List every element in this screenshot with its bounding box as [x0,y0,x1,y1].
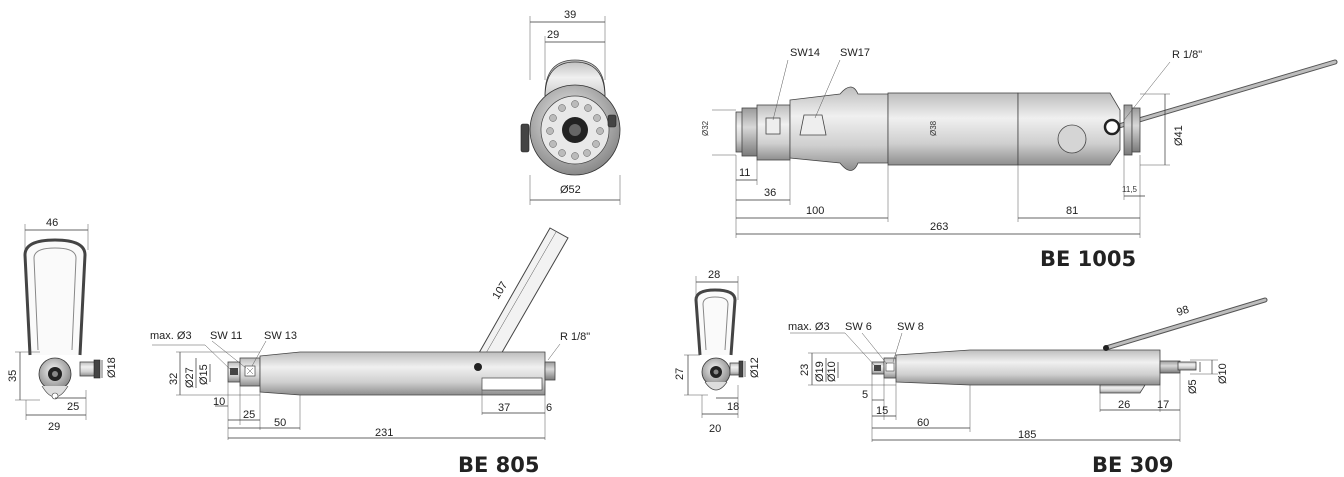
dim-36: 36 [764,187,776,199]
dim-d52: Ø52 [560,184,581,196]
label-r18: R 1/8" [1172,49,1202,61]
dim-d10: Ø10 [826,361,838,382]
dim-5: 5 [862,389,868,401]
be1005-side-view: Ø32 Ø38 SW14 SW17 R 1/8" Ø41 11 36 100 [701,47,1338,271]
dim-11: 11 [739,167,750,179]
label-sw11: SW 11 [210,330,242,342]
dim-20: 20 [709,423,721,435]
be309-end-view: 28 27 Ø12 18 20 [674,269,761,435]
dim-98: 98 [1175,304,1190,319]
dim-d18: Ø18 [106,357,118,378]
dim-81: 81 [1066,205,1078,217]
dim-d15: Ø15 [198,364,210,385]
be805-end-view: 46 35 Ø18 25 29 [7,217,118,433]
label-sw6: SW 6 [845,321,872,333]
dim-d27: Ø27 [184,367,196,388]
label-sw17: SW17 [840,47,870,59]
dim-d38: Ø38 [929,120,938,136]
dim-17: 17 [1157,399,1169,411]
dim-39: 39 [564,9,576,21]
dim-60: 60 [917,417,929,429]
dim-d5: Ø5 [1187,379,1199,394]
label-sw13: SW 13 [264,330,297,342]
dim-15: 15 [876,405,888,417]
dim-11-5: 11,5 [1122,185,1138,194]
dim-107: 107 [490,280,510,302]
dim-50: 50 [274,417,286,429]
dim-d41: Ø41 [1173,125,1185,146]
dim-185: 185 [1018,429,1036,441]
dim-23: 23 [799,364,811,376]
dim-d32: Ø32 [701,120,710,136]
dim-25: 25 [67,401,79,413]
dim-29: 29 [48,421,60,433]
dim-46: 46 [46,217,58,229]
dim-100: 100 [806,205,824,217]
dim-231: 231 [375,427,393,439]
dim-d19: Ø19 [814,361,826,382]
dim-27: 27 [674,368,686,380]
top-end-view: 39 29 Ø52 [520,9,621,205]
dim-18: 18 [727,401,739,413]
dim-25: 25 [243,409,255,421]
label-sw14: SW14 [790,47,820,59]
dim-26: 26 [1118,399,1130,411]
dim-35: 35 [7,370,19,382]
dim-6: 6 [546,402,552,414]
dim-d12: Ø12 [749,357,761,378]
label-max3: max. Ø3 [150,330,192,342]
label-sw8: SW 8 [897,321,924,333]
dim-29: 29 [547,29,559,41]
title-be805: BE 805 [458,453,540,477]
label-r18: R 1/8" [560,331,590,343]
label-max3: max. Ø3 [788,321,830,333]
title-be1005: BE 1005 [1040,247,1136,271]
dim-d10b: Ø10 [1217,363,1229,384]
dim-263: 263 [930,221,948,233]
be805-side-view: max. Ø3 SW 11 SW 13 R 1/8" 107 32 Ø27 Ø1… [150,227,590,477]
dim-37: 37 [498,402,510,414]
title-be309: BE 309 [1092,453,1174,477]
dim-28: 28 [708,269,720,281]
dim-32: 32 [168,373,180,385]
dim-10: 10 [213,396,225,408]
be309-side-view: max. Ø3 SW 6 SW 8 98 23 Ø19 Ø10 Ø5 Ø10 [788,297,1268,477]
